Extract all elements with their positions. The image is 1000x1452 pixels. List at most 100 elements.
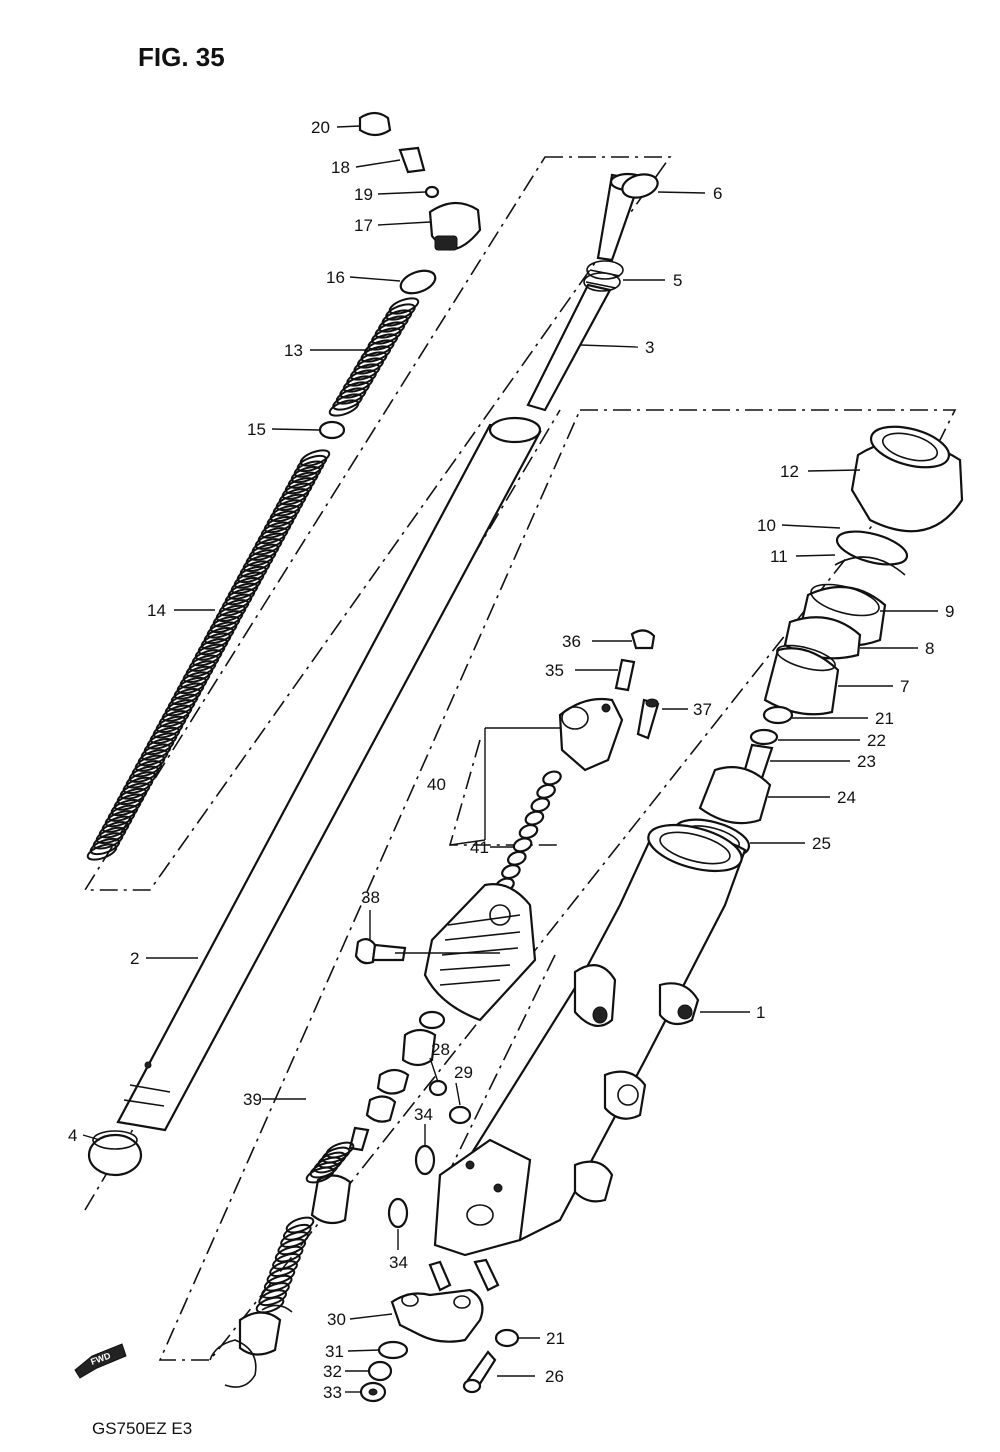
retainer-11	[834, 556, 906, 576]
valve-35	[614, 658, 636, 692]
coil-turn	[255, 1296, 285, 1314]
coil-turn	[277, 1238, 307, 1256]
fork-cap-17	[428, 201, 482, 251]
air-valve-18	[398, 146, 426, 174]
callout-35: 35	[545, 661, 564, 680]
o-ring-16	[399, 269, 437, 295]
o-ring-34b	[387, 1197, 409, 1229]
callout-23: 23	[857, 752, 876, 771]
callout-32: 32	[323, 1362, 342, 1381]
coil-turn	[518, 823, 539, 840]
washer-21b	[494, 1328, 520, 1348]
seal-stack-41	[495, 770, 562, 893]
callout-39: 39	[243, 1090, 262, 1109]
washer-32	[367, 1360, 393, 1382]
spacer-15	[318, 420, 346, 440]
coil-turn	[280, 1231, 309, 1248]
spring-39b	[255, 1216, 315, 1314]
dust-seal-12	[850, 425, 964, 533]
inner-tube-2	[116, 416, 542, 1132]
callout-8: 8	[925, 639, 934, 658]
callout-5: 5	[673, 271, 682, 290]
callout-2: 2	[130, 949, 139, 968]
callout-28: 28	[431, 1040, 450, 1059]
anti-dive-body-40	[558, 697, 624, 772]
coil-turn	[261, 1282, 290, 1299]
o-ring-34a	[414, 1144, 436, 1176]
cap-36	[630, 629, 656, 650]
coil-turn	[328, 399, 360, 417]
anti-dive-housing	[423, 883, 537, 1022]
coil-turn	[86, 843, 118, 861]
callout-6: 6	[713, 184, 722, 203]
spring-14	[86, 449, 331, 861]
callout-33: 33	[323, 1383, 342, 1402]
bolt-38	[354, 938, 407, 965]
fwd-arrow-icon: FWD	[74, 1343, 127, 1379]
coil-turn	[285, 1216, 315, 1234]
leader-lines	[82, 125, 938, 1393]
callout-17: 17	[354, 216, 373, 235]
callout-14: 14	[147, 601, 166, 620]
callout-labels: 20 18 19 17 16 13 15 14 6 5 3 12 10 11 9…	[68, 118, 954, 1402]
callout-31: 31	[325, 1342, 344, 1361]
spring-39a	[305, 1141, 355, 1184]
callout-25: 25	[812, 834, 831, 853]
callout-41: 41	[470, 838, 489, 857]
coil-turn	[309, 1161, 339, 1179]
callout-36: 36	[562, 632, 581, 651]
o-ring-19	[424, 185, 440, 199]
coil-turn	[536, 783, 556, 799]
callout-30: 30	[327, 1310, 346, 1329]
callout-1: 1	[756, 1003, 765, 1022]
coil-turn	[524, 810, 545, 826]
coil-turn	[272, 1253, 301, 1270]
callout-18: 18	[331, 158, 350, 177]
coil-turn	[530, 797, 551, 813]
callout-22: 22	[867, 731, 886, 750]
callout-40: 40	[427, 775, 446, 794]
screw-28	[428, 1079, 448, 1097]
callout-21-lower: 21	[546, 1329, 565, 1348]
callout-4: 4	[68, 1126, 77, 1145]
coil-turn	[542, 770, 562, 786]
bolt-26	[462, 1350, 497, 1394]
callout-38: 38	[361, 888, 380, 907]
callout-26: 26	[545, 1367, 564, 1386]
coil-turn	[501, 864, 521, 880]
bracket-30	[390, 1288, 484, 1343]
coil-turn	[258, 1289, 288, 1307]
callout-21-upper: 21	[875, 709, 894, 728]
callout-37: 37	[693, 700, 712, 719]
callout-3: 3	[645, 338, 654, 357]
coil-turn	[305, 1166, 335, 1184]
coil-turn	[269, 1260, 298, 1277]
ring-21a	[762, 705, 794, 725]
callout-10: 10	[757, 516, 776, 535]
oil-seal-4	[87, 1130, 143, 1177]
callout-9: 9	[945, 602, 954, 621]
coil-turn	[263, 1274, 293, 1292]
coil-turn	[506, 850, 527, 866]
callout-34-lower: 34	[389, 1253, 408, 1272]
callout-24: 24	[837, 788, 856, 807]
piston-ring-5	[583, 260, 624, 292]
figure-title: FIG. 35	[138, 42, 225, 72]
coil-turn	[332, 393, 363, 411]
coil-turn	[266, 1267, 296, 1285]
coil-turn	[512, 837, 533, 853]
callout-13: 13	[284, 341, 303, 360]
spring-13	[328, 297, 420, 417]
callout-34-upper: 34	[414, 1105, 433, 1124]
callout-16: 16	[326, 268, 345, 287]
callout-11: 11	[770, 547, 788, 566]
bolt-37	[636, 698, 660, 740]
callout-15: 15	[247, 420, 266, 439]
coil-turn	[313, 1156, 343, 1174]
washer-31	[377, 1340, 409, 1360]
coil-turn	[274, 1245, 304, 1263]
outer-tube-1	[428, 823, 747, 1292]
callout-29: 29	[454, 1063, 473, 1082]
